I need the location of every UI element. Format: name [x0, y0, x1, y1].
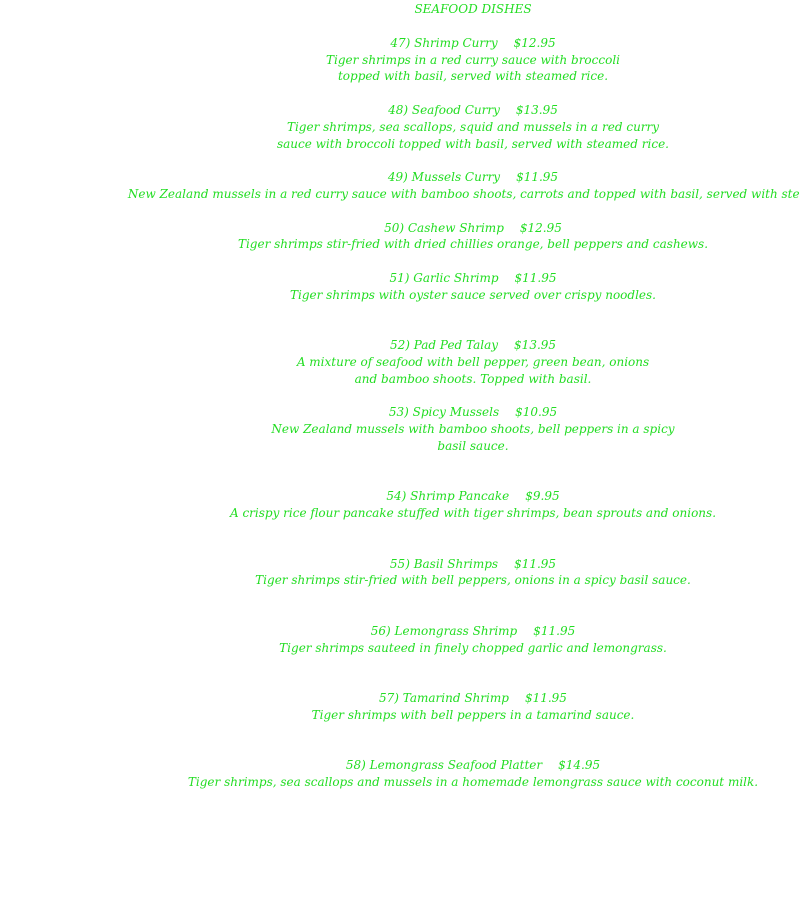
menu-item-title-row: 52) Pad Ped Talay $13.95	[0, 337, 800, 353]
menu-item-price: $13.95	[514, 338, 557, 352]
menu-item-title-row: 57) Tamarind Shrimp $11.95	[0, 690, 800, 706]
menu-item-description: basil sauce.	[437, 439, 509, 453]
menu-item-description: New Zealand mussels with bamboo shoots, …	[271, 422, 675, 436]
menu-item-price: $14.95	[558, 758, 601, 772]
menu-item-price: $10.95	[515, 405, 558, 419]
menu-item-title-row: 51) Garlic Shrimp $11.95	[0, 270, 800, 286]
menu-item-description: Tiger shrimps, sea scallops, squid and m…	[286, 120, 660, 134]
menu-item-title: 55) Basil Shrimps	[389, 557, 499, 571]
menu-item-price: $11.95	[533, 624, 576, 638]
menu-item-title: 57) Tamarind Shrimp	[379, 691, 509, 705]
section-title: SEAFOOD DISHES	[414, 2, 532, 16]
menu-item-price: $11.95	[514, 271, 557, 285]
menu-item-title: 51) Garlic Shrimp	[389, 271, 499, 285]
menu-item-title-row: 50) Cashew Shrimp $12.95	[0, 220, 800, 236]
menu-item-price: $13.95	[515, 103, 558, 117]
menu-item-price: $11.95	[516, 170, 559, 184]
menu-item-description: A crispy rice flour pancake stuffed with…	[229, 506, 717, 520]
menu-item-description: A mixture of seafood with bell pepper, g…	[296, 355, 650, 369]
menu-item-title-row: 54) Shrimp Pancake $9.95	[0, 488, 800, 504]
menu-item-description: Tiger shrimps, sea scallops and mussels …	[187, 775, 759, 789]
menu-item-title-row: 53) Spicy Mussels $10.95	[0, 404, 800, 420]
menu-item-description: Tiger shrimps sauteed in finely chopped …	[279, 641, 667, 655]
menu-item-description: and bamboo shoots. Topped with basil.	[354, 372, 592, 386]
menu-item-description: New Zealand mussels in a red curry sauce…	[127, 187, 800, 201]
menu-item-title-row: 56) Lemongrass Shrimp $11.95	[0, 623, 800, 639]
menu-item-title: 52) Pad Ped Talay	[389, 338, 499, 352]
menu-item-description: Tiger shrimps with bell peppers in a tam…	[311, 708, 635, 722]
menu-item-description: Tiger shrimps with oyster sauce served o…	[290, 288, 656, 302]
menu-item-title-row: 58) Lemongrass Seafood Platter $14.95	[0, 757, 800, 773]
menu-item-description: Tiger shrimps in a red curry sauce with …	[325, 53, 620, 67]
menu-item-title-row: 49) Mussels Curry $11.95	[0, 169, 800, 185]
menu-item-description: Tiger shrimps stir-fried with dried chil…	[237, 237, 709, 251]
menu-item-price: $11.95	[524, 691, 567, 705]
menu-item-title-row: 48) Seafood Curry $13.95	[0, 102, 800, 118]
menu-item-title: 50) Cashew Shrimp	[384, 221, 504, 235]
menu-item-price: $12.95	[519, 221, 562, 235]
menu-item-title: 53) Spicy Mussels	[388, 405, 500, 419]
menu-item-title-row: 47) Shrimp Curry $12.95	[0, 35, 800, 51]
menu-item-title: 58) Lemongrass Seafood Platter	[345, 758, 543, 772]
menu-item-title: 56) Lemongrass Shrimp	[370, 624, 518, 638]
menu-item-title: 54) Shrimp Pancake	[386, 489, 510, 503]
menu-item-title: 49) Mussels Curry	[387, 170, 501, 184]
menu-item-description: sauce with broccoli topped with basil, s…	[276, 137, 669, 151]
menu-item-title-row: 55) Basil Shrimps $11.95	[0, 556, 800, 572]
menu-item-title: 48) Seafood Curry	[388, 103, 500, 117]
menu-item-title: 47) Shrimp Curry	[390, 36, 498, 50]
menu-item-description: Tiger shrimps stir-fried with bell peppe…	[255, 573, 691, 587]
menu-item-price: $9.95	[525, 489, 560, 503]
menu-item-price: $11.95	[514, 557, 557, 571]
menu-item-price: $12.95	[513, 36, 556, 50]
menu-item-description: topped with basil, served with steamed r…	[337, 69, 609, 83]
